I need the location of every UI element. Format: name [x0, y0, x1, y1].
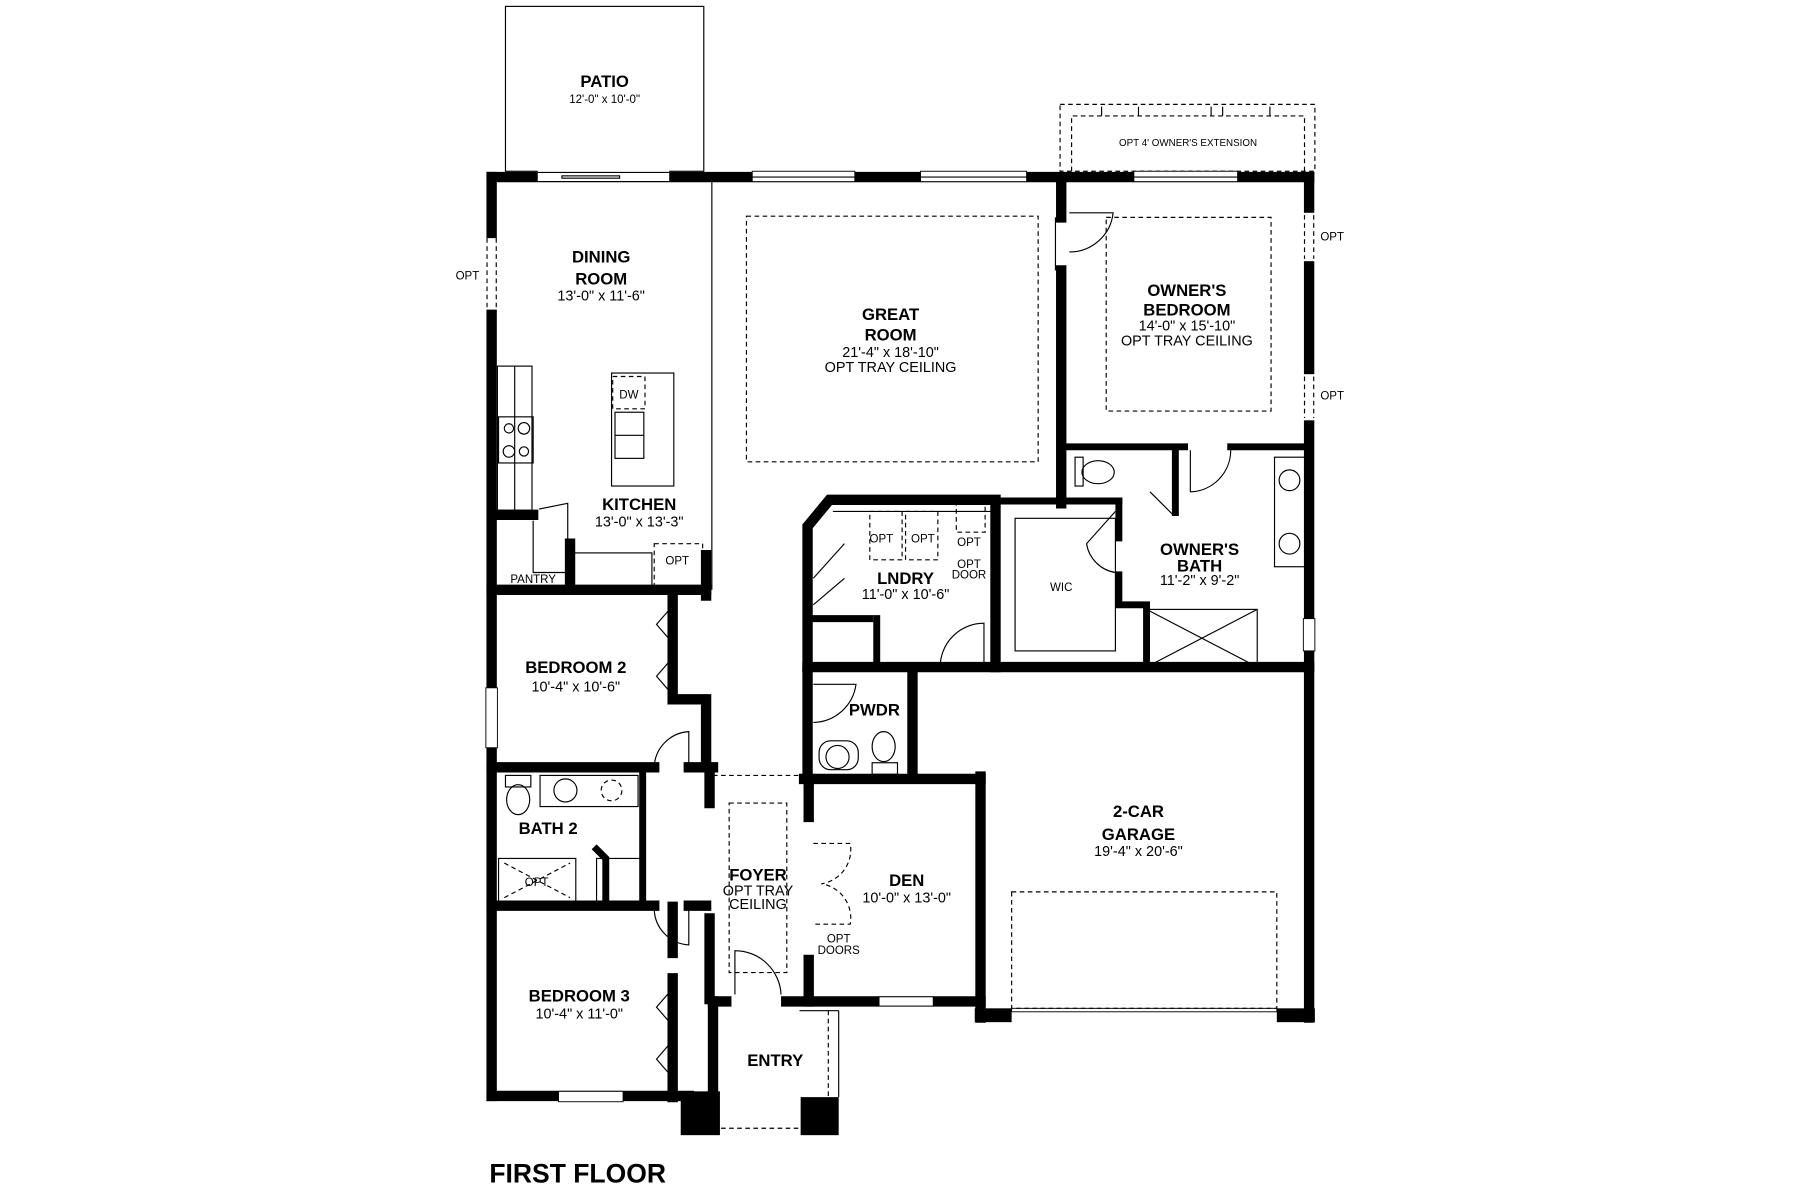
great-room-label-1: GREAT: [862, 305, 920, 324]
owners-extension-outline: [1059, 103, 1316, 172]
pantry-label: PANTRY: [510, 574, 556, 586]
laundry-opt-1: OPT: [870, 534, 894, 546]
great-room-label-2: ROOM: [865, 326, 917, 345]
garage-dashed: [1011, 891, 1278, 1009]
opt-window-right-top: OPT: [1320, 231, 1344, 243]
kitchen-opt-label: OPT: [665, 555, 689, 567]
windows: [485, 170, 1317, 1103]
bedroom2-dims: 10'-4" x 10'-6": [532, 679, 621, 695]
den-dims: 10'-0" x 13'-0": [862, 890, 951, 906]
garage-dims: 19'-4" x 20'-6": [1094, 844, 1183, 860]
dining-label-2: ROOM: [575, 269, 627, 288]
entry-label: ENTRY: [747, 1051, 803, 1070]
dining-label-1: DINING: [572, 247, 630, 266]
laundry-dims: 11'-0" x 10'-6": [862, 587, 950, 603]
opt-window-right-bottom: OPT: [1320, 391, 1344, 403]
den-opt-label-2: DOORS: [818, 945, 861, 957]
floor-title: FIRST FLOOR: [489, 1158, 666, 1188]
bedroom3-dims: 10'-4" x 11'-0": [535, 1007, 623, 1023]
den-opt-label-1: OPT: [827, 934, 851, 946]
owners-bedroom-note: OPT TRAY CEILING: [1121, 333, 1253, 349]
bath2-label: BATH 2: [519, 819, 578, 838]
kitchen-dims: 13'-0" x 13'-3": [595, 514, 684, 530]
owners-bedroom-label-2: BEDROOM: [1143, 300, 1230, 319]
laundry-opt-door-1: OPT: [957, 559, 981, 571]
laundry-label: LNDRY: [877, 569, 934, 588]
garage-door: [1011, 1007, 1278, 1013]
interior-walls: [486, 176, 1315, 1103]
owners-bedroom-label-1: OWNER'S: [1147, 281, 1226, 300]
extension-label: OPT 4' OWNER'S EXTENSION: [1119, 138, 1257, 149]
door-swings: [538, 212, 1232, 1129]
kitchen-label: KITCHEN: [602, 495, 676, 514]
foyer-label: FOYER: [729, 865, 787, 884]
laundry-opt-2: OPT: [911, 534, 935, 546]
owners-bedroom-dims: 14'-0" x 15'-10": [1139, 318, 1236, 334]
dishwasher-label: DW: [619, 389, 638, 401]
owners-bath-label-2: BATH: [1177, 556, 1222, 575]
great-room-dims: 21'-4" x 18'-10": [842, 345, 939, 361]
owners-bath-dims: 11'-2" x 9'-2": [1160, 573, 1240, 589]
powder-label: PWDR: [849, 700, 900, 719]
den-label: DEN: [889, 871, 924, 890]
foyer-note-2: CEILING: [729, 897, 787, 913]
laundry-opt-door-2: DOOR: [952, 569, 987, 581]
opt-window-left: OPT: [456, 271, 480, 283]
garage-label-1: 2-CAR: [1113, 802, 1164, 821]
garage-label-2: GARAGE: [1102, 825, 1175, 844]
bedroom2-label: BEDROOM 2: [525, 658, 626, 677]
patio-label: PATIO: [580, 72, 629, 91]
bath2-opt-label: OPT: [525, 877, 549, 889]
great-room-note: OPT TRAY CEILING: [825, 360, 957, 376]
foyer-note-1: OPT TRAY: [723, 883, 794, 899]
wic-label: WIC: [1050, 582, 1072, 594]
dining-dims: 13'-0" x 11'-6": [557, 288, 645, 304]
fixtures: [496, 215, 1307, 974]
patio-dims: 12'-0" x 10'-0": [569, 94, 640, 106]
laundry-opt-3: OPT: [957, 537, 981, 549]
bedroom3-label: BEDROOM 3: [529, 986, 630, 1005]
owners-bath-label-1: OWNER'S: [1160, 540, 1239, 559]
